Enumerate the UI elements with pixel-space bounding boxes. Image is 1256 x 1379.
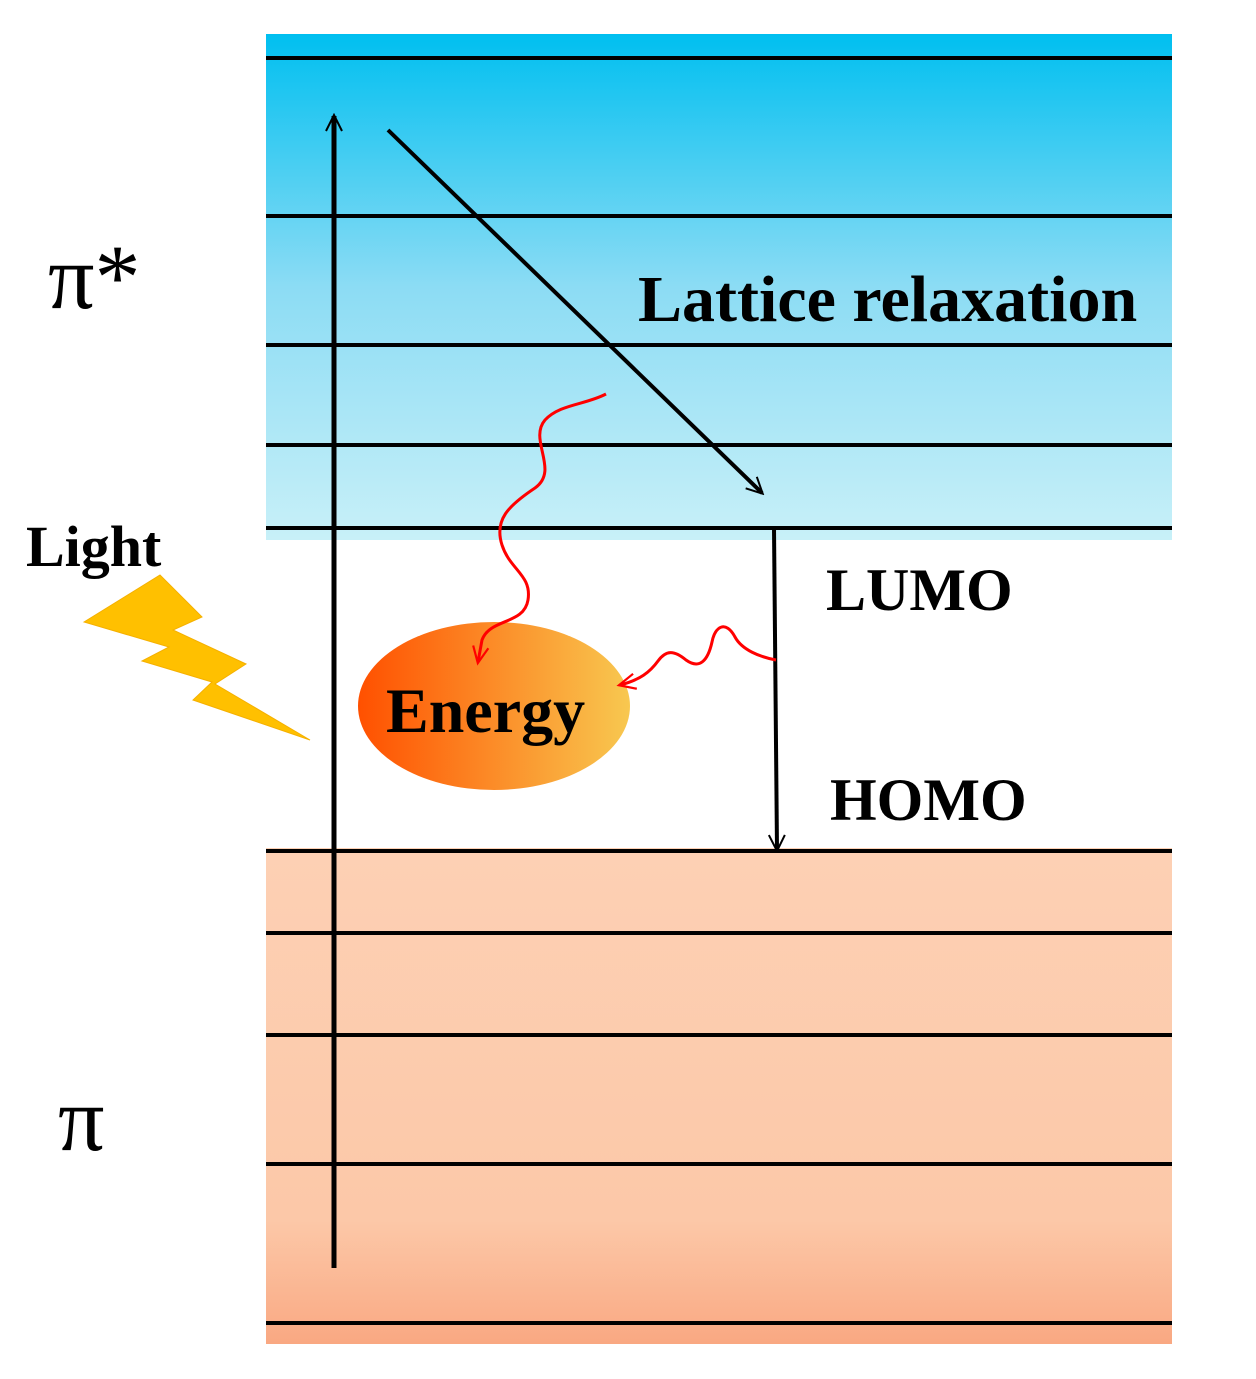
pi-star-levels bbox=[266, 56, 1172, 530]
lattice-relaxation-arrow bbox=[386, 128, 762, 493]
pi-star-label: π* bbox=[48, 226, 140, 328]
pi-star-band bbox=[266, 34, 1172, 540]
light-label: Light bbox=[26, 514, 162, 579]
pi-label: π bbox=[58, 1068, 104, 1170]
pi-band bbox=[266, 848, 1172, 1344]
wavy-arrow-icon bbox=[472, 392, 607, 666]
lumo-label: LUMO bbox=[826, 557, 1013, 623]
lattice-relaxation-label: Lattice relaxation bbox=[638, 263, 1137, 336]
wavy-arrow-icon bbox=[616, 625, 777, 690]
lightning-bolt-icon bbox=[82, 574, 311, 741]
energy-ellipse bbox=[358, 622, 630, 790]
homo-label: HOMO bbox=[830, 767, 1027, 833]
pi-levels bbox=[266, 849, 1172, 1325]
energy-label: Energy bbox=[386, 675, 585, 746]
lumo-homo-arrow bbox=[774, 527, 777, 850]
